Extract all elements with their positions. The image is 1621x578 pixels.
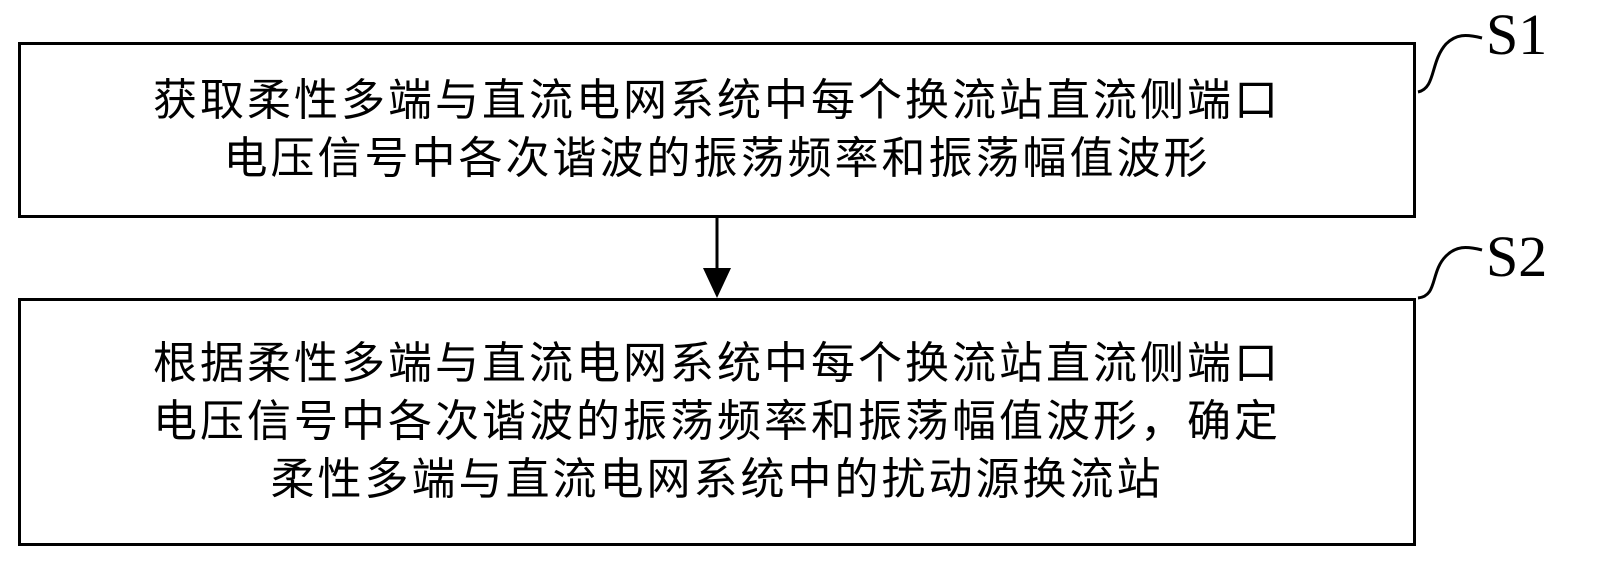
step-box-s1: 获取柔性多端与直流电网系统中每个换流站直流侧端口 电压信号中各次谐波的振荡频率和… — [18, 42, 1416, 218]
flow-arrow-head — [703, 268, 731, 298]
step-tag-s1: S1 — [1486, 2, 1548, 67]
step-box-s2: 根据柔性多端与直流电网系统中每个换流站直流侧端口 电压信号中各次谐波的振荡频率和… — [18, 298, 1416, 546]
step-s1-line-2: 电压信号中各次谐波的振荡频率和振荡幅值波形 — [223, 133, 1211, 184]
step-s2-line-3: 柔性多端与直流电网系统中的扰动源换流站 — [270, 454, 1164, 505]
step-tag-s2: S2 — [1486, 224, 1548, 289]
s2-leader-line — [1417, 246, 1483, 300]
step-s2-line-1: 根据柔性多端与直流电网系统中每个换流站直流侧端口 — [153, 338, 1281, 389]
step-s2-line-2: 电压信号中各次谐波的振荡频率和振荡幅值波形，确定 — [153, 396, 1281, 447]
s1-leader-line — [1417, 34, 1483, 94]
step-s1-line-1: 获取柔性多端与直流电网系统中每个换流站直流侧端口 — [153, 75, 1281, 126]
